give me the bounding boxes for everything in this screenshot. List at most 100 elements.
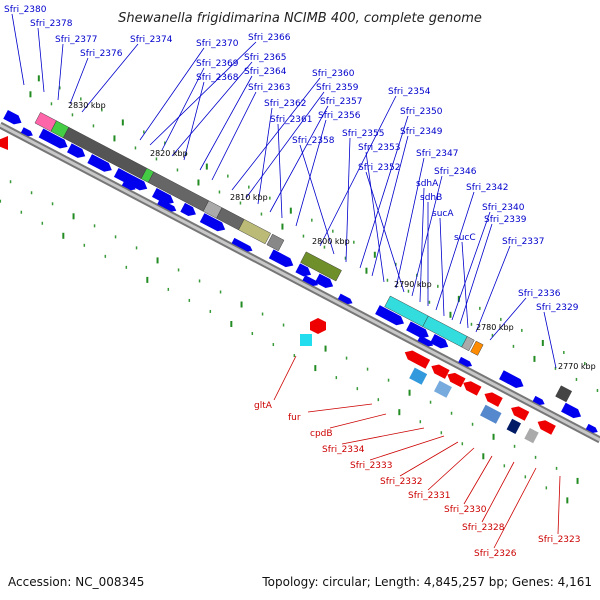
forward-gene-arrow-small (302, 275, 318, 286)
reverse-gene-arrow (537, 420, 556, 435)
forward-gene-arrow (87, 154, 112, 172)
forward-gene-arrow (561, 402, 582, 419)
gene-block (470, 340, 484, 356)
gene-label-sfri_2366: Sfri_2366 (248, 33, 291, 43)
connector-line (369, 435, 445, 461)
connector-line (439, 217, 445, 317)
gene-label-sfri_2346: Sfri_2346 (434, 167, 477, 177)
connector-line (451, 211, 491, 321)
feature-tracks (0, 109, 598, 444)
connector-line (161, 67, 205, 151)
reverse-gene-arrow (404, 350, 431, 369)
forward-gene-arrow (295, 263, 312, 277)
forward-gene-arrow-small (417, 335, 434, 347)
gene-label-sfri_2352: Sfri_2352 (358, 163, 401, 173)
connector-line (81, 43, 139, 113)
gene-label-sfri_2376: Sfri_2376 (80, 49, 123, 59)
gene-label-sfri_2334: Sfri_2334 (322, 445, 365, 455)
gene-block (266, 233, 285, 252)
gene-label-sfri_2350: Sfri_2350 (400, 107, 443, 117)
connector-line (299, 144, 335, 255)
forward-gene-arrow (180, 202, 196, 216)
kbp-2820: 2820 kbp (150, 149, 188, 158)
connector-line (419, 187, 425, 303)
topology-text: Topology: circular; Length: 4,845,257 bp… (261, 575, 592, 589)
connector-line (459, 223, 493, 325)
connector-line (365, 151, 385, 283)
forward-gene-arrow-small (157, 198, 177, 212)
kbp-tick-labels: 2830 kbp 2820 kbp 2810 kbp 2800 kbp 2790… (68, 101, 596, 371)
reverse-gene-block (480, 404, 502, 424)
kbp-2800: 2800 kbp (312, 237, 350, 246)
connector-line (395, 157, 425, 289)
connector-line (37, 27, 45, 93)
connector-line (245, 91, 325, 199)
gene-label-sfri_2340: Sfri_2340 (482, 203, 525, 213)
gltA-box (300, 334, 312, 346)
gene-label-suca: sucA (432, 209, 454, 219)
connector-line (435, 191, 475, 311)
dotted-guides (0, 75, 599, 504)
reverse-gene-arrow (484, 392, 503, 407)
forward-gene-arrow (375, 305, 405, 326)
gene-label-sfri_2342: Sfri_2342 (466, 183, 509, 193)
connector-line (199, 75, 253, 171)
gene-label-succ: sucC (454, 233, 476, 243)
forward-gene-arrow (314, 273, 334, 289)
connector-line (557, 475, 561, 535)
reverse-gene-block (409, 367, 428, 385)
connector-line (257, 107, 273, 205)
kbp-2780: 2780 kbp (476, 323, 514, 332)
gene-label-fur: fur (288, 413, 301, 423)
gene-label-sfri_2323: Sfri_2323 (538, 535, 581, 545)
forward-gene-arrow (38, 128, 68, 149)
connector-line (411, 175, 443, 297)
connector-line (57, 43, 64, 101)
forward-gene-arrow-small (532, 395, 545, 405)
connector-line (211, 91, 257, 181)
gene-label-sfri_2330: Sfri_2330 (444, 505, 487, 515)
gene-label-sfri_2331: Sfri_2331 (408, 491, 451, 501)
gene-label-sfri_2354: Sfri_2354 (388, 87, 431, 97)
accession-text: Accession: NC_008345 (8, 575, 144, 589)
forward-gene-arrow (3, 109, 22, 125)
connector-line (475, 245, 511, 333)
label-connectors (11, 13, 561, 549)
gene-labels: Sfri_2380Sfri_2378Sfri_2377Sfri_2376Sfri… (4, 5, 581, 559)
gene-label-sfri_2332: Sfri_2332 (380, 477, 423, 487)
gene-label-sfri_2333: Sfri_2333 (350, 461, 393, 471)
forward-gene-arrow (152, 188, 174, 205)
reverse-gene-arrow (463, 381, 482, 396)
kbp-2790: 2790 kbp (394, 280, 432, 289)
forward-gene-arrow-small (20, 127, 33, 137)
connector-line (461, 241, 469, 329)
connector-line (365, 171, 405, 293)
connector-line (543, 311, 557, 369)
gene-label-sfri_2329: Sfri_2329 (536, 303, 579, 313)
forward-gene-arrow (199, 213, 226, 232)
forward-gene-arrow-small (121, 180, 136, 191)
forward-gene-arrow (499, 370, 524, 388)
connector-line (269, 105, 329, 213)
gltA-arrow (310, 318, 326, 334)
reverse-gene-block (524, 428, 539, 444)
connector-line (489, 297, 527, 341)
gene-block (461, 336, 475, 352)
gene-label-sfri_2369: Sfri_2369 (196, 59, 239, 69)
connector-line (277, 123, 283, 219)
forward-gene-arrow (406, 321, 429, 339)
kbp-2810: 2810 kbp (230, 193, 268, 202)
gene-label-sfri_2337: Sfri_2337 (502, 237, 545, 247)
gene-label-sfri_2360: Sfri_2360 (312, 69, 355, 79)
connector-line (371, 135, 409, 277)
connector-line (183, 81, 205, 161)
gene-label-sfri_2368: Sfri_2368 (196, 73, 239, 83)
gene-label-sfri_2358: Sfri_2358 (292, 136, 335, 146)
gene-label-sfri_2357: Sfri_2357 (320, 97, 363, 107)
connector-line (341, 427, 425, 445)
connector-line (11, 13, 25, 86)
gene-label-sfri_2339: Sfri_2339 (484, 215, 527, 225)
connector-line (493, 467, 537, 549)
connector-line (359, 115, 409, 269)
connector-line (481, 461, 515, 523)
